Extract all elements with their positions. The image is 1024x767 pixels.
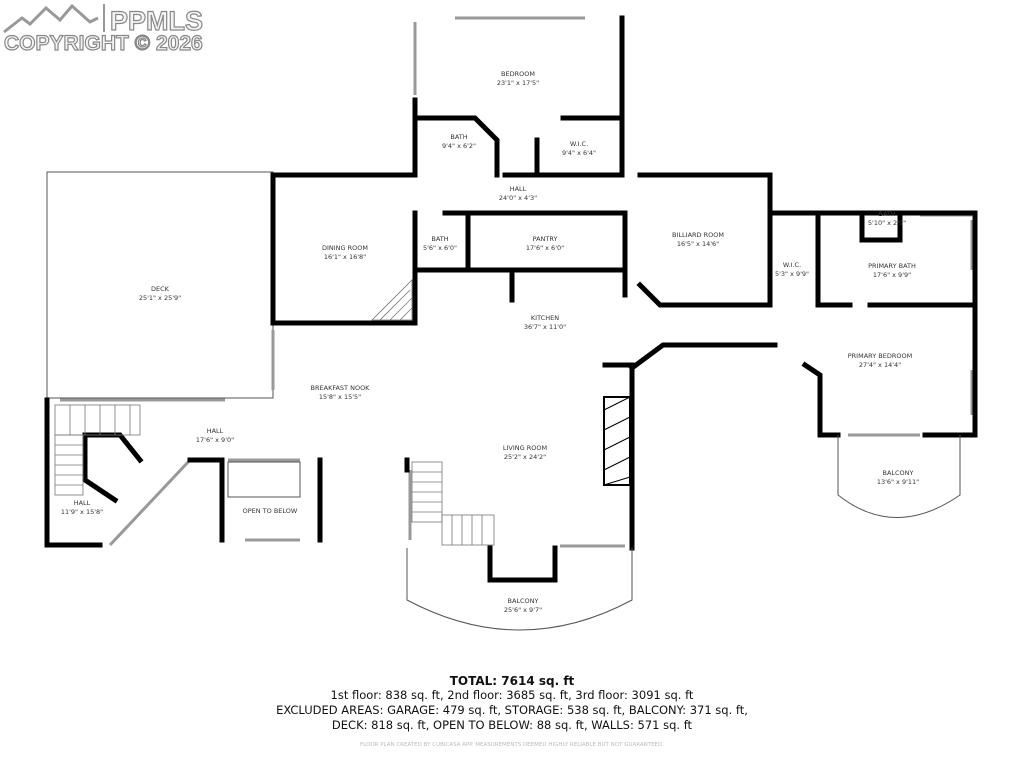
room-dimensions: 9'4" x 6'2": [442, 142, 476, 150]
room-label: BREAKFAST NOOK: [311, 384, 371, 392]
room-dimensions: 5'3" x 9'9": [775, 270, 809, 278]
room-dimensions: 25'2" x 24'2": [504, 453, 546, 461]
room-label: BALCONY: [882, 469, 913, 477]
room-dimensions: 16'5" x 14'6": [677, 240, 719, 248]
room-label: DECK: [151, 285, 170, 293]
total-area: TOTAL: 7614 sq. ft: [449, 674, 575, 688]
excluded-areas-line1: EXCLUDED AREAS: GARAGE: 479 sq. ft, STOR…: [276, 703, 748, 717]
room-label: HALL: [74, 499, 91, 507]
room-label: DINING ROOM: [322, 244, 368, 252]
room-label: HALL: [510, 185, 527, 193]
room-label: LIVING ROOM: [503, 444, 547, 452]
room-dimensions: 25'6" x 9'7": [504, 606, 542, 614]
room-label: PRIMARY BEDROOM: [848, 352, 912, 360]
room-dimensions: 9'4" x 6'4": [562, 149, 596, 157]
floor-areas: 1st floor: 838 sq. ft, 2nd floor: 3685 s…: [330, 688, 694, 702]
room-label: W.I.C.: [570, 140, 588, 148]
room-dimensions: 36'7" x 11'0": [524, 323, 566, 331]
room-dimensions: 11'9" x 15'8": [61, 508, 103, 516]
room-dimensions: 25'1" x 25'9": [139, 294, 181, 302]
windows: [60, 16, 974, 582]
room-label: BEDROOM: [501, 70, 535, 78]
mountain-logo-icon: [3, 3, 105, 34]
room-dimensions: 13'6" x 9'11": [877, 478, 919, 486]
room-dimensions: 15'8" x 15'5": [319, 393, 361, 401]
open-to-below-outline: [227, 461, 301, 498]
watermark-brand: PPMLS: [109, 5, 204, 36]
room-label: PANTRY: [533, 235, 558, 243]
room-label: BILLIARD ROOM: [672, 231, 724, 239]
room-label: BATH: [431, 235, 448, 243]
room-label: W.I.C.: [783, 261, 801, 269]
room-label: KITCHEN: [531, 314, 559, 322]
room-dimensions: 17'6" x 6'0": [526, 244, 564, 252]
room-label: OPEN TO BELOW: [243, 507, 298, 515]
room-label: BATH: [450, 133, 467, 141]
excluded-areas-line2: DECK: 818 sq. ft, OPEN TO BELOW: 88 sq. …: [331, 718, 693, 732]
fireplace: [603, 396, 631, 486]
room-label: BATH: [878, 210, 895, 218]
room-dimensions: 24'0" x 4'3": [499, 194, 537, 202]
room-label: BALCONY: [507, 597, 538, 605]
room-dimensions: 5'10" x 2'9": [868, 219, 906, 227]
disclaimer: FLOOR PLAN CREATED BY CUBICASA APP. MEAS…: [359, 742, 665, 748]
room-label: PRIMARY BATH: [868, 262, 916, 270]
room-dimensions: 27'4" x 14'4": [859, 361, 901, 369]
room-dimensions: 16'1" x 16'8": [324, 253, 366, 261]
room-dimensions: 17'6" x 9'9": [873, 271, 911, 279]
room-dimensions: 17'6" x 9'0": [196, 436, 234, 444]
room-dimensions: 23'1" x 17'5": [497, 79, 539, 87]
stairs: [54, 279, 495, 546]
room-label: HALL: [207, 427, 224, 435]
room-dimensions: 5'6" x 6'0": [423, 244, 457, 252]
watermark-copyright: COPYRIGHT © 2026: [3, 31, 203, 55]
balcony-outline: [406, 548, 633, 631]
balcony-outline-primary: [837, 435, 961, 518]
walls: [44, 15, 978, 583]
